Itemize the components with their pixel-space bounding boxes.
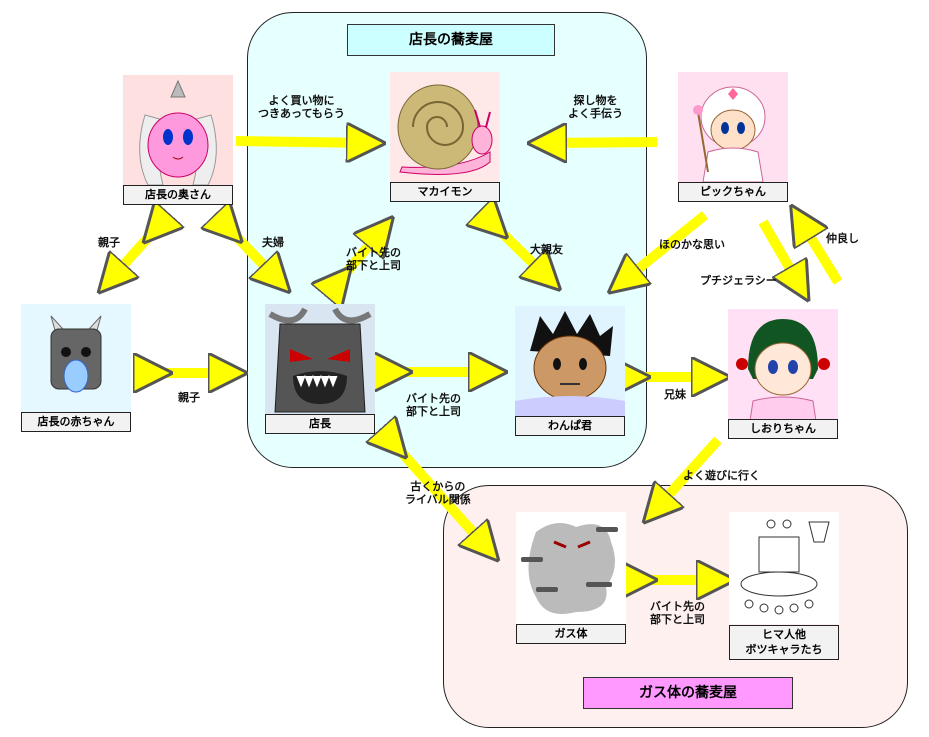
arrow-tencho-makaimon <box>340 230 382 280</box>
arrow-okusan-akachan <box>110 230 155 280</box>
wanpaku-label: わんぱ君 <box>515 416 625 436</box>
label-oyako-left: 親子 <box>178 391 200 404</box>
arrow-pikku-makaimon <box>545 142 658 143</box>
gas-label: ガス体 <box>516 624 626 644</box>
pikku-portrait-icon <box>678 72 788 184</box>
character-pikku: ピックちゃん <box>678 72 788 202</box>
label-tencho-wanpaku: バイト先の 部下と上司 <box>406 392 461 418</box>
label-nakayoshi: 仲良し <box>826 232 859 245</box>
arrow-okusan-tencho <box>230 230 278 280</box>
label-daishinyu: 大親友 <box>530 243 563 256</box>
arrow-shiori-gas <box>655 436 722 510</box>
makaimon-label: マカイモン <box>390 182 500 202</box>
label-kyodai: 兄妹 <box>664 388 686 401</box>
hima-label-line1: ヒマ人他 <box>762 628 806 641</box>
hima-robot-icon <box>729 512 839 624</box>
label-pikku-makaimon: 探し物を よく手伝う <box>568 94 623 120</box>
hima-label: ヒマ人他 ボツキャラたち <box>729 625 839 660</box>
makaimon-snail-icon <box>390 72 500 184</box>
arrow-makaimon-wanpaku <box>495 226 548 278</box>
wanpaku-portrait-icon <box>515 306 625 418</box>
tencho-label: 店長 <box>265 414 375 434</box>
label-yoku-asobi: よく遊びに行く <box>683 469 760 482</box>
akachan-label: 店長の赤ちゃん <box>21 412 131 432</box>
arrow-tencho-gas <box>395 445 487 548</box>
okusan-label: 店長の奥さん <box>123 185 233 205</box>
shiori-label: しおりちゃん <box>728 419 838 439</box>
label-fuufu: 夫婦 <box>262 236 284 249</box>
label-tencho-makaimon: バイト先の 部下と上司 <box>346 246 401 272</box>
gas-portrait-icon <box>516 512 626 624</box>
tencho-portrait-icon <box>265 304 375 416</box>
arrow-okusan-makaimon <box>235 141 368 143</box>
character-tencho: 店長 <box>265 304 375 434</box>
arrow-pikku-wanpaku <box>622 211 709 282</box>
label-rival: 古くからの ライバル関係 <box>405 480 471 506</box>
character-okusan: 店長の奥さん <box>123 75 233 205</box>
hima-label-line2: ボツキャラたち <box>745 643 823 656</box>
character-hima: ヒマ人他 ボツキャラたち <box>729 512 839 660</box>
character-gas: ガス体 <box>516 512 626 644</box>
okusan-portrait-icon <box>123 75 233 187</box>
shiori-portrait-icon <box>728 309 838 421</box>
shop-group-title: 店長の蕎麦屋 <box>347 24 555 56</box>
character-makaimon: マカイモン <box>390 72 500 202</box>
arrow-shiori-pikku <box>800 220 843 285</box>
character-wanpaku: わんぱ君 <box>515 306 625 436</box>
pikku-label: ピックちゃん <box>678 182 788 202</box>
label-gas-hima: バイト先の 部下と上司 <box>650 600 705 626</box>
label-honoka: ほのかな思い <box>659 238 725 251</box>
label-okusan-makaimon: よく買い物に つきあってもらう <box>258 94 345 120</box>
label-oyako-top: 親子 <box>98 236 120 249</box>
akachan-portrait-icon <box>21 304 131 414</box>
arrow-pikku-shiori <box>758 219 800 286</box>
character-shiori: しおりちゃん <box>728 309 838 439</box>
character-akachan: 店長の赤ちゃん <box>21 304 131 432</box>
label-puchi: プチジェラシー <box>700 274 777 287</box>
gas-group-title: ガス体の蕎麦屋 <box>583 677 793 709</box>
